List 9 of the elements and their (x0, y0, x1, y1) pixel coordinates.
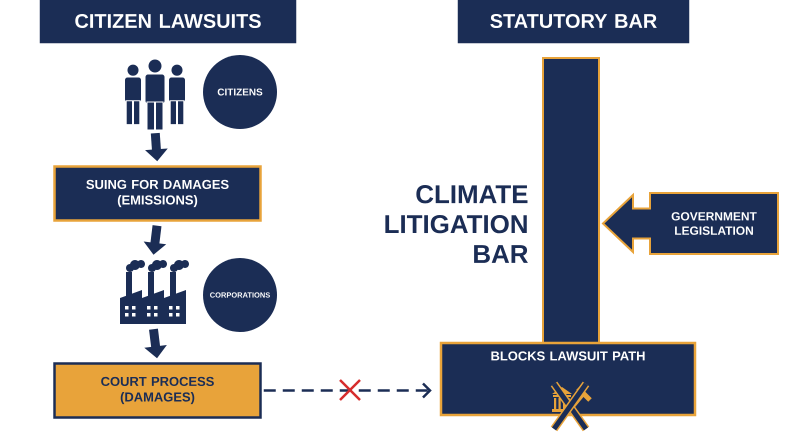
heading-band: STATUTORY BAR (458, 0, 690, 44)
people-icon (124, 60, 186, 130)
side-label: CLIMATE LITIGATION BAR (385, 185, 528, 263)
heading-band: CITIZEN LAWSUITS (40, 0, 296, 44)
arrow (264, 382, 432, 398)
barrier-box: BLOCKS LAWSUIT PATH (440, 342, 696, 416)
process-box: SUING FOR DAMAGES (EMISSIONS) (53, 165, 262, 222)
factory-icon (120, 260, 189, 324)
process-box: COURT PROCESS (DAMAGES) (53, 362, 262, 419)
